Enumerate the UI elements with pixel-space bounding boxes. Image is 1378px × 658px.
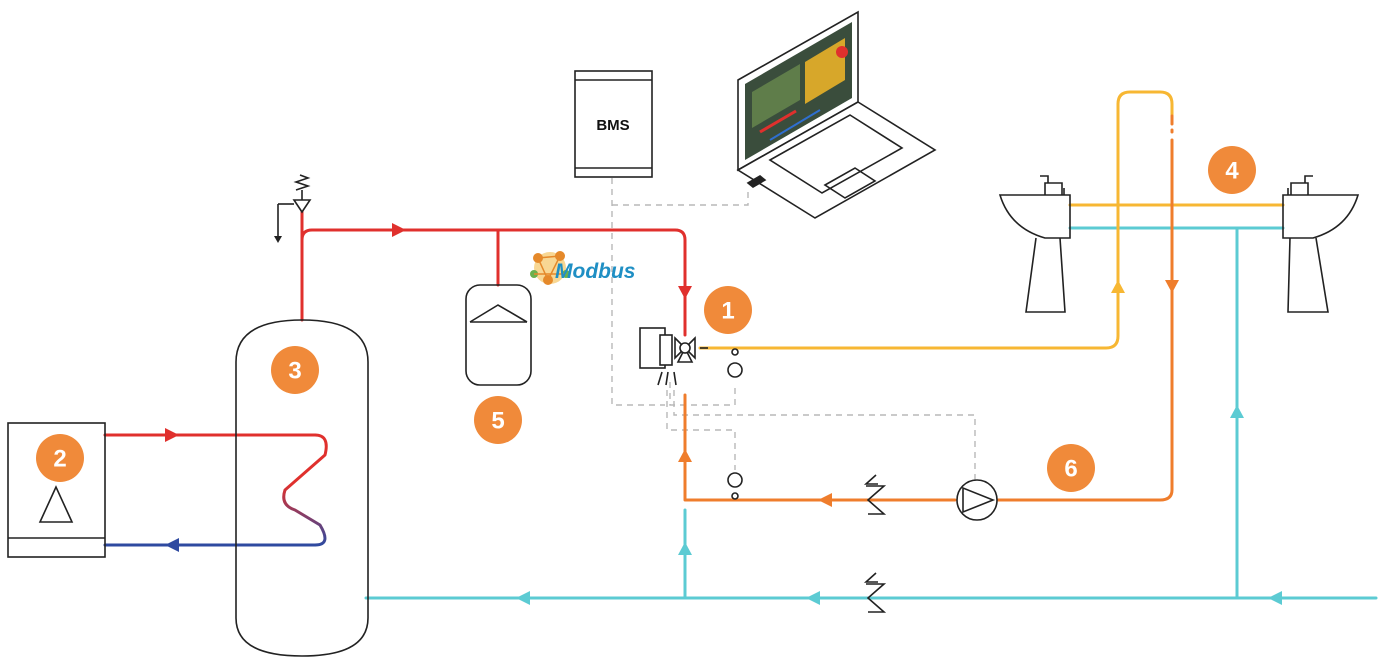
- triangle-icon: [38, 485, 74, 523]
- flow-arrow-cold-left-2: [806, 591, 820, 605]
- flow-arrow-hot-1: [392, 223, 406, 237]
- badge-number: 2: [53, 446, 66, 473]
- flow-arrows: [165, 223, 1282, 605]
- badge-number: 6: [1064, 456, 1077, 483]
- bms-label: BMS: [596, 117, 629, 134]
- badge-4: 4: [1208, 146, 1256, 194]
- flow-arrow-boiler-out: [165, 538, 179, 552]
- signal-wiring: [611, 178, 976, 480]
- laptop: [736, 10, 937, 219]
- flow-arrow-cold-left-3: [1268, 591, 1282, 605]
- check-valve-cold: [863, 572, 887, 613]
- flow-arrow-mixed-up: [1111, 280, 1125, 293]
- relief-valve: [274, 174, 312, 243]
- badge-circle: [1047, 444, 1095, 492]
- flow-arrow-circ-up: [678, 449, 692, 462]
- sink-right: [1282, 175, 1360, 313]
- flow-arrow-hot-2: [678, 286, 692, 299]
- flow-arrow-circ-down: [1165, 280, 1179, 293]
- bms-panel: BMS: [574, 70, 653, 178]
- flow-arrow-cold-up-2: [1230, 405, 1244, 418]
- flow-arrow-cold-left-1: [516, 591, 530, 605]
- flow-arrow-circ-left: [818, 493, 832, 507]
- circulation-pump: [956, 479, 998, 521]
- circulation-pipes: [683, 114, 1174, 502]
- flow-arrow-cold-up-1: [678, 542, 692, 555]
- flow-arrow-boiler-in: [165, 428, 179, 442]
- heating-coil: [103, 433, 328, 547]
- modbus-network-icon: [530, 251, 570, 285]
- badge-5: 5: [474, 396, 522, 444]
- temperature-sensors: [727, 348, 743, 500]
- badges: 1 2 3 4 5 6: [36, 146, 1256, 492]
- hot-water-pipes: [300, 208, 687, 337]
- check-valve-circulation: [863, 474, 887, 515]
- badge-circle: [704, 286, 752, 334]
- badge-6: 6: [1047, 444, 1095, 492]
- modbus-logo: Modbus: [530, 251, 635, 285]
- badge-circle: [36, 434, 84, 482]
- storage-cylinder: [235, 319, 369, 657]
- badge-circle: [474, 396, 522, 444]
- badge-number: 1: [721, 298, 734, 325]
- badge-number: 4: [1225, 158, 1239, 185]
- badge-number: 5: [491, 408, 504, 435]
- mixed-water-pipes: [698, 90, 1285, 350]
- badge-circle: [1208, 146, 1256, 194]
- boiler: [7, 422, 106, 558]
- badge-1: 1: [704, 286, 752, 334]
- modbus-label: Modbus: [555, 260, 635, 283]
- badge-number: 3: [288, 358, 301, 385]
- mixing-valve: [639, 327, 708, 386]
- expansion-vessel: [465, 284, 532, 386]
- sink-left: [998, 175, 1071, 313]
- badge-3: 3: [271, 346, 319, 394]
- badge-2: 2: [36, 434, 84, 482]
- badge-circle: [271, 346, 319, 394]
